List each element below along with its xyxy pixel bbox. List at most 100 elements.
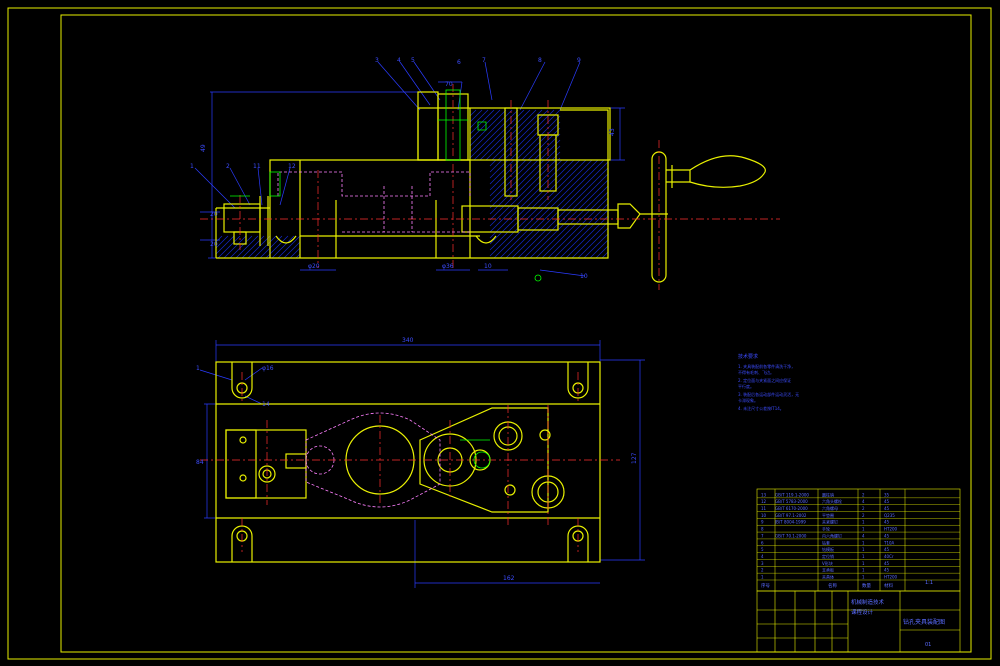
balloon-8: 8 <box>538 57 542 64</box>
top-green-details <box>460 439 491 469</box>
bom-cell: 2 <box>862 492 865 497</box>
sheet-border <box>7 7 992 660</box>
hatch-line <box>595 245 609 259</box>
hatch-line <box>265 235 289 259</box>
bom-cell: HT200 <box>884 527 898 532</box>
balloon-10: 10 <box>580 273 588 280</box>
top-view-outline <box>215 361 601 563</box>
bom-cell: V形块 <box>822 560 833 566</box>
hatch-line <box>469 109 507 147</box>
top-view: 340 162 127 84 φ16 1 14 <box>196 337 645 588</box>
bom-cell: 5 <box>761 547 764 552</box>
bom-cell: 40Cr <box>884 554 894 559</box>
dim-phi16: φ16 <box>262 365 274 372</box>
school-name-2: 课程设计 <box>851 608 874 616</box>
balloon-5: 5 <box>411 57 415 64</box>
bom-cell: JB/T 8004-1999 <box>774 520 806 525</box>
hatch-line <box>283 241 301 259</box>
hatch-line <box>469 109 477 117</box>
bom-cell: 45 <box>884 533 890 538</box>
bom-cell: 六角螺母 <box>822 505 838 511</box>
note-line-3: 2. 定位面与夹紧面之间应保证 <box>738 377 791 383</box>
bom-header: 序号 名称 数量 材料 <box>761 582 893 589</box>
note-line-2: 不得有毛刺、飞边。 <box>738 369 774 375</box>
note-line-7: 4. 未注尺寸公差按IT14。 <box>738 405 784 411</box>
bom-cell: 1 <box>862 575 865 580</box>
hatch-line <box>289 247 301 259</box>
hatch-line <box>541 191 609 259</box>
hatch-line <box>497 109 549 161</box>
bom-cell: 夹紧螺钉 <box>822 519 838 525</box>
bom-cell: 4 <box>862 499 865 504</box>
bom-cell: GB/T 70.1-2000 <box>775 533 807 538</box>
note-line-6: 卡滞现象。 <box>738 397 758 403</box>
bom-cell: 定位销 <box>822 553 834 559</box>
hatch-line <box>223 235 247 259</box>
balloon-7: 7 <box>482 57 486 64</box>
hatch-line <box>469 109 489 129</box>
hatch-line <box>271 235 295 259</box>
bom-cell: 11 <box>761 506 767 511</box>
school-name: 机械制造技术 <box>851 598 885 606</box>
hatch-line <box>589 239 609 259</box>
hatch-line <box>509 109 561 161</box>
hatch-line <box>553 203 609 259</box>
dim-phi20: φ20 <box>308 263 320 270</box>
bom-cell: 钻套 <box>822 539 830 545</box>
hatch-line <box>489 159 557 227</box>
hatch-line <box>489 159 503 173</box>
bom-cell: 1 <box>862 554 865 559</box>
bom-cell: 2 <box>862 506 865 511</box>
bom-cell: 钻模板 <box>822 546 834 552</box>
bom-cell: GB/T 5783-2000 <box>775 499 808 504</box>
bom-cell: 1 <box>761 575 764 580</box>
balloon-top-14: 14 <box>262 401 270 408</box>
dim-10: 10 <box>484 263 492 270</box>
hatch-line <box>523 173 609 259</box>
front-view: 49 43 20 20 70 φ20 φ36 10 3 4 5 6 7 8 9 … <box>190 57 780 290</box>
hatch-line <box>469 109 519 159</box>
bom-cell: 支承板 <box>822 567 834 573</box>
dim-340: 340 <box>402 337 414 344</box>
hatch-line <box>517 167 609 259</box>
technical-notes: 技术要求 1. 夹具装配前各零件清洗干净， 不得有毛刺、飞边。 2. 定位面与夹… <box>738 353 799 411</box>
hatch-line <box>277 235 301 259</box>
bom-cell: 7 <box>761 533 764 538</box>
bom-cell: 13 <box>761 492 767 497</box>
hatch-line <box>229 235 253 259</box>
dim-84: 84 <box>196 459 204 466</box>
hatch-line <box>469 109 501 141</box>
note-line-5: 3. 装配后各运动部件运动灵活，无 <box>738 391 799 397</box>
hatch-line <box>489 159 575 245</box>
balloon-4: 4 <box>397 57 401 64</box>
dim-162: 162 <box>503 575 515 582</box>
front-workpiece <box>277 171 471 233</box>
hatch-line <box>473 109 525 161</box>
hatch-line <box>545 145 561 161</box>
bom-cell: 1 <box>862 568 865 573</box>
hatch-line <box>247 235 271 259</box>
notes-title: 技术要求 <box>738 353 758 360</box>
hatch-line <box>489 159 515 185</box>
bom-cell: 夹具体 <box>822 574 834 580</box>
hatch-line <box>489 159 569 239</box>
hatch-line <box>521 121 561 161</box>
bom-cell: 6 <box>761 540 764 545</box>
hatch-line <box>241 235 265 259</box>
bom-cell: HT200 <box>884 575 898 580</box>
hatch-line <box>539 139 561 161</box>
dim-43: 43 <box>609 128 616 136</box>
hatch-line <box>489 159 497 167</box>
dim-phi36: φ36 <box>442 263 454 270</box>
bom-cell: 9 <box>761 520 764 525</box>
hatch-line <box>583 233 609 259</box>
hatch-line <box>235 235 259 259</box>
bom-header-no: 序号 <box>761 582 770 589</box>
balloon-3: 3 <box>375 57 379 64</box>
bom-cell: 1 <box>862 561 865 566</box>
balloon-9: 9 <box>577 57 581 64</box>
balloon-12: 12 <box>288 163 296 170</box>
bom-cell: T10A <box>883 540 895 545</box>
